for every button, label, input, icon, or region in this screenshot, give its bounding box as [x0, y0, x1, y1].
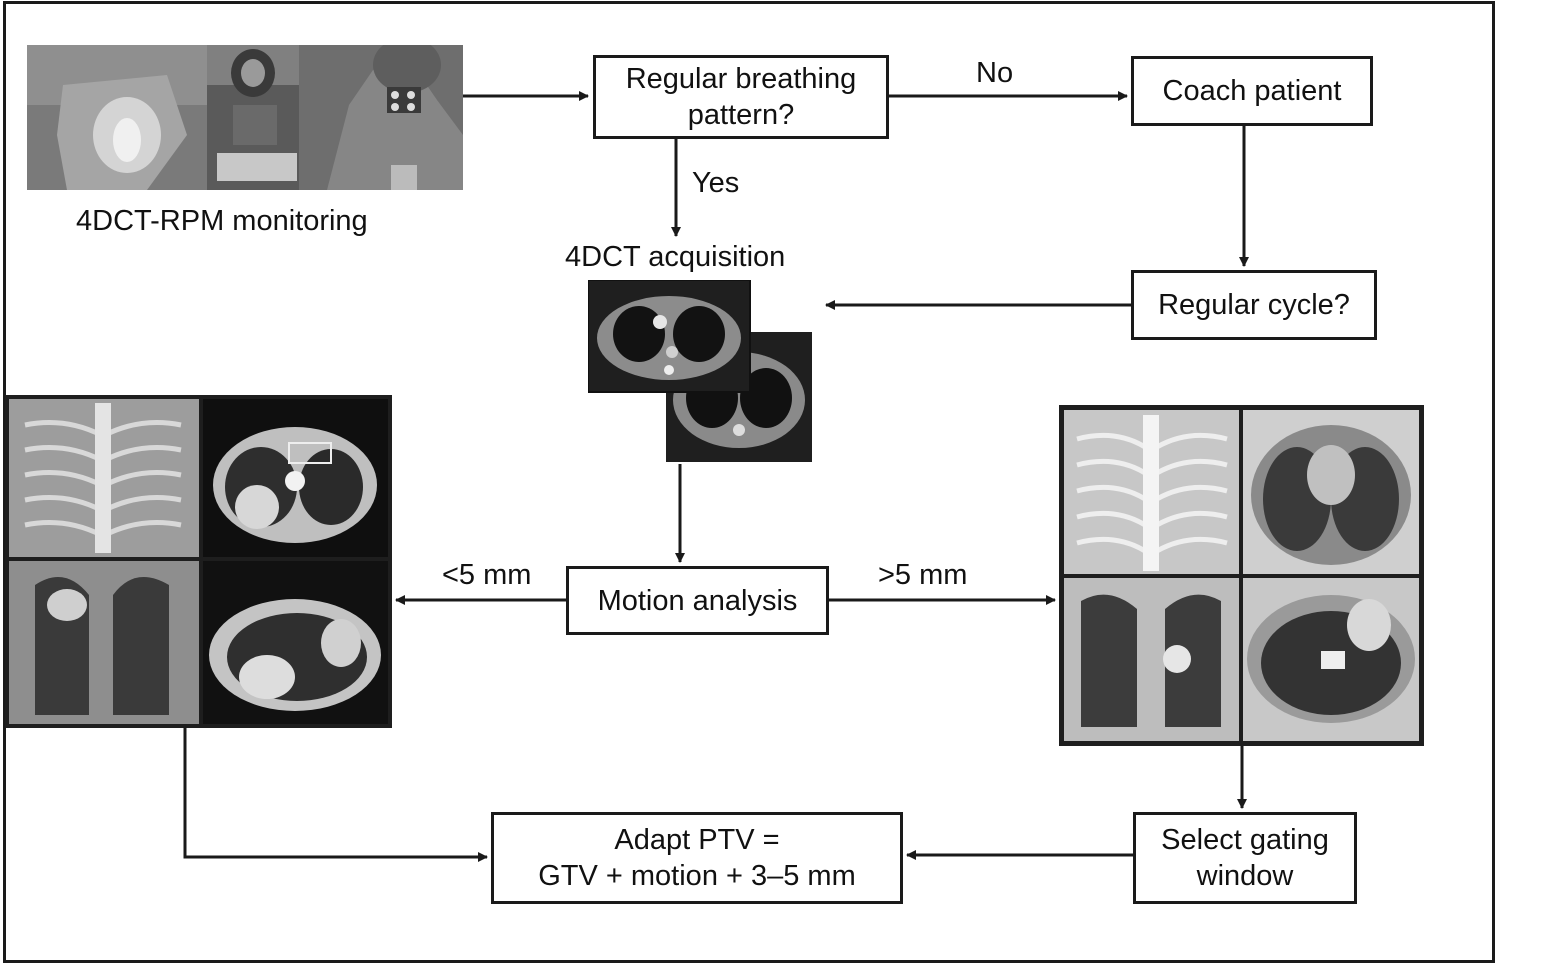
- adapt-ptv-text-2: GTV + motion + 3–5 mm: [538, 860, 856, 892]
- regular-cycle-decision: Regular cycle?: [1131, 270, 1377, 340]
- no-label: No: [976, 57, 1014, 89]
- select-gating-text-1: Select gating: [1161, 824, 1329, 856]
- regular-breathing-text-2: pattern?: [687, 99, 795, 131]
- less-than-5mm-label: <5 mm: [442, 559, 532, 591]
- large-motion-ct-views: [1059, 405, 1424, 746]
- adapt-ptv-text-1: Adapt PTV =: [614, 824, 780, 856]
- motion-analysis-box: Motion analysis: [566, 566, 829, 635]
- coach-patient-box: Coach patient: [1131, 56, 1373, 126]
- axial-ct-slices: [588, 280, 814, 464]
- greater-than-5mm-label: >5 mm: [878, 559, 968, 591]
- diagram-frame: [3, 1, 1495, 963]
- adapt-ptv-box: Adapt PTV = GTV + motion + 3–5 mm: [491, 812, 903, 904]
- clipped-caption-strip: [0, 962, 1568, 974]
- regular-breathing-text-1: Regular breathing: [625, 63, 857, 95]
- select-gating-box: Select gating window: [1133, 812, 1357, 904]
- select-gating-text-2: window: [1196, 860, 1294, 892]
- regular-breathing-decision: Regular breathing pattern?: [593, 55, 889, 139]
- small-motion-ct-views: [5, 395, 392, 728]
- acquisition-label: 4DCT acquisition: [565, 241, 786, 273]
- rpm-setup-photos: [27, 45, 463, 190]
- monitoring-label: 4DCT-RPM monitoring: [76, 205, 368, 237]
- yes-label: Yes: [692, 167, 740, 199]
